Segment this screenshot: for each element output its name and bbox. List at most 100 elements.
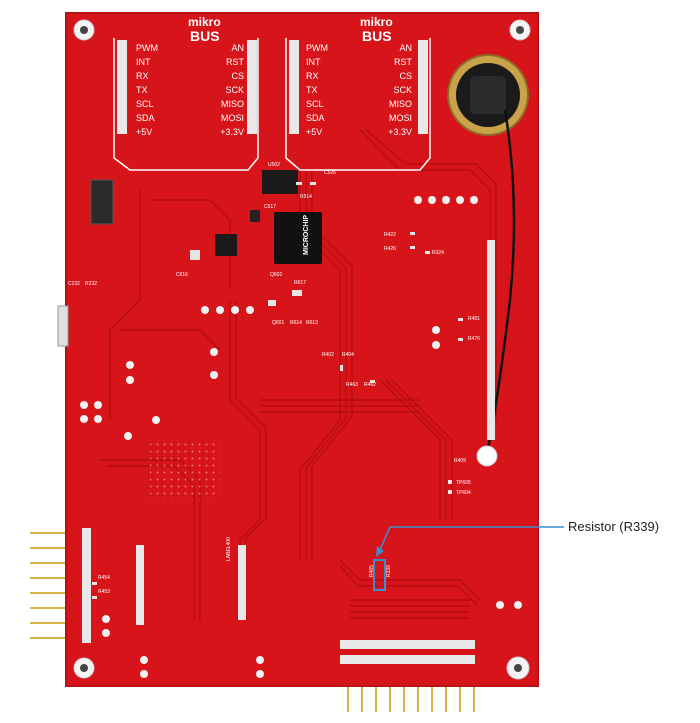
ic-left-edge xyxy=(90,179,114,225)
label-r476: R476 xyxy=(468,336,480,342)
battery-holder xyxy=(447,54,529,136)
mikrobus-left-logo: mikro BUS xyxy=(188,15,221,44)
mid-pad-strip-a xyxy=(136,545,144,625)
label-r402: R402 xyxy=(322,352,334,358)
mikrobus-left-pin-left-2: RX xyxy=(136,71,149,81)
mikrobus-right-pin-right-3: SCK xyxy=(393,85,412,95)
mikrobus-right-pin-left-5: SDA xyxy=(306,113,325,123)
mikrobus-right-pin-labels-left: PWM INT RX TX SCL SDA +5V xyxy=(306,43,328,137)
mounting-hole-top-left xyxy=(73,19,95,41)
mikrobus-left-pin-left-5: SDA xyxy=(136,113,155,123)
label-r463: R463 xyxy=(346,382,358,388)
label-u502: U502 xyxy=(268,162,280,168)
label-c616: C616 xyxy=(176,272,188,278)
left-header-pads xyxy=(82,528,91,643)
label-r453: R453 xyxy=(98,589,110,595)
mikrobus-left-pin-left-1: INT xyxy=(136,57,151,67)
mounting-hole-bottom-left xyxy=(73,657,95,679)
mikrobus-right-pads-right xyxy=(418,40,428,134)
chip-logo-text: MICROCHIP xyxy=(303,215,310,255)
mikrobus-right-pin-right-2: CS xyxy=(399,71,412,81)
mikrobus-right-pin-left-2: RX xyxy=(306,71,319,81)
label-r465: R465 xyxy=(369,565,375,577)
misc-vias xyxy=(80,196,522,678)
smd-components xyxy=(92,182,463,599)
bottom-header-pads xyxy=(340,640,475,664)
label-r409: R409 xyxy=(454,458,466,464)
callout-line xyxy=(379,526,564,551)
callout-label: Resistor (R339) xyxy=(568,519,660,534)
mikrobus-left-pin-right-3: SCK xyxy=(225,85,244,95)
label-q601: Q601 xyxy=(272,320,284,326)
mikrobus-left-pin-left-0: PWM xyxy=(136,43,158,53)
mid-pad-strip-b xyxy=(238,545,246,620)
mikrobus-left-pin-labels-left: PWM INT RX TX SCL SDA +5V xyxy=(136,43,158,137)
mikrobus-right-pin-labels-right: AN RST CS SCK MISO MOSI +3.3V xyxy=(388,43,412,137)
mikrobus-left-pads-left xyxy=(117,40,127,134)
mikrobus-left-pin-right-5: MOSI xyxy=(221,113,244,123)
label-label400: LABEL400 xyxy=(226,537,232,561)
mikrobus-left-pin-right-1: RST xyxy=(226,57,245,67)
mikrobus-left-pin-left-6: +5V xyxy=(136,127,152,137)
mikrobus-right-pin-left-1: INT xyxy=(306,57,321,67)
pcb-board xyxy=(65,12,539,687)
mikrobus-right-outline xyxy=(285,38,431,171)
ic-u502 xyxy=(262,170,298,194)
mikrobus-left-pin-left-3: TX xyxy=(136,85,148,95)
callout-arrowhead xyxy=(376,546,384,557)
label-r481: R481 xyxy=(468,316,480,322)
mikrobus-left-logo-bottom: BUS xyxy=(190,28,220,44)
label-q602: Q602 xyxy=(270,272,282,278)
mikrobus-right-pin-right-5: MOSI xyxy=(389,113,412,123)
mikrobus-left-pin-labels-right: AN RST CS SCK MISO MOSI +3.3V xyxy=(220,43,244,137)
label-r614: R614 xyxy=(290,320,302,326)
usb-connector xyxy=(57,305,69,347)
label-c517: C517 xyxy=(264,204,276,210)
mikrobus-right-logo: mikro BUS xyxy=(360,15,393,44)
label-c526: C526 xyxy=(324,170,336,176)
mikrobus-right-pads-left xyxy=(289,40,299,134)
ic-small-left xyxy=(215,234,237,256)
mikrobus-right-pin-left-3: TX xyxy=(306,85,318,95)
antenna-hole xyxy=(476,445,498,467)
microcontroller-chip xyxy=(274,212,322,264)
label-r617: R617 xyxy=(294,280,306,286)
mikrobus-left-pads-right xyxy=(247,40,257,134)
mikrobus-right-pin-left-0: PWM xyxy=(306,43,328,53)
label-r426: R426 xyxy=(384,246,396,252)
mikrobus-left-outline xyxy=(113,38,259,171)
mikrobus-left-pin-right-0: AN xyxy=(231,43,244,53)
label-r404: R404 xyxy=(342,352,354,358)
left-pin-header xyxy=(30,532,80,639)
label-tp604: TP604 xyxy=(456,490,471,496)
mikrobus-right-pin-right-0: AN xyxy=(399,43,412,53)
label-r232: R232 xyxy=(85,281,97,287)
label-r339: R339 xyxy=(386,565,392,577)
label-r462: R462 xyxy=(364,382,376,388)
label-r454: R454 xyxy=(98,575,110,581)
mikrobus-right-pin-left-4: SCL xyxy=(306,99,324,109)
mikrobus-left-pin-right-2: CS xyxy=(231,71,244,81)
label-r324: R324 xyxy=(432,250,444,256)
ic-tiny xyxy=(250,210,260,222)
mikrobus-right-pin-left-6: +5V xyxy=(306,127,322,137)
label-r613: R613 xyxy=(306,320,318,326)
r339-highlight-box xyxy=(373,559,386,591)
mikrobus-right-logo-top: mikro xyxy=(360,15,393,29)
mikrobus-left-pin-left-4: SCL xyxy=(136,99,154,109)
mikrobus-left-logo-top: mikro xyxy=(188,15,221,29)
mikrobus-right-pin-right-4: MISO xyxy=(389,99,412,109)
label-r422: R422 xyxy=(384,232,396,238)
mounting-hole-bottom-right xyxy=(506,656,530,680)
mikrobus-right-pin-right-1: RST xyxy=(394,57,413,67)
label-c232: C232 xyxy=(68,281,80,287)
mounting-hole-top-right xyxy=(509,19,531,41)
right-header-pads xyxy=(487,240,495,440)
mikrobus-left-pin-right-4: MISO xyxy=(221,99,244,109)
via-field xyxy=(150,440,220,500)
mikrobus-right-logo-bottom: BUS xyxy=(362,28,392,44)
mikrobus-right-pin-right-6: +3.3V xyxy=(388,127,412,137)
label-tp605: TP605 xyxy=(456,480,471,486)
mikrobus-left-pin-right-6: +3.3V xyxy=(220,127,244,137)
